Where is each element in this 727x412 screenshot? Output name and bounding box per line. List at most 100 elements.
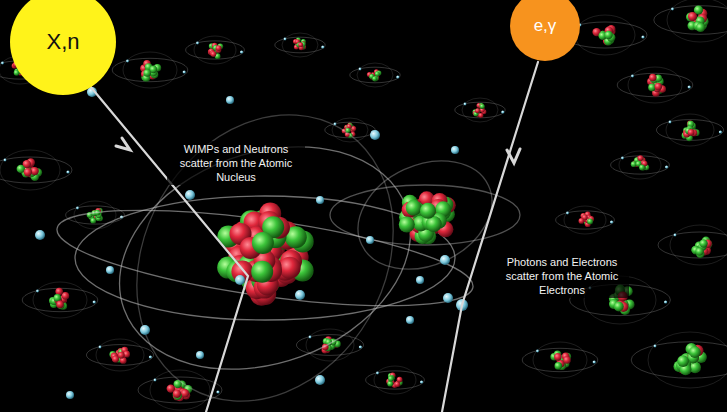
electron-dot <box>416 276 424 284</box>
electron-dot <box>440 255 450 265</box>
electron-dot <box>185 190 195 200</box>
orbit-ring <box>366 371 425 389</box>
neutron-sphere <box>252 232 274 254</box>
electron-dot <box>76 207 79 210</box>
orbit-ring <box>522 348 598 371</box>
orbit-ring <box>556 211 615 229</box>
proton-sphere <box>181 389 189 397</box>
proton-sphere <box>554 353 562 361</box>
electron-dot <box>664 300 667 303</box>
electron-dot <box>140 325 150 335</box>
electron-dot <box>126 60 129 63</box>
electron-dot <box>621 157 624 160</box>
orbit-ring <box>374 366 416 394</box>
orbit-ring <box>150 370 210 410</box>
neutron-sphere <box>406 200 422 216</box>
proton-sphere <box>638 155 644 161</box>
orbit-ring <box>462 98 498 122</box>
neutron-sphere <box>399 217 415 233</box>
neutron-sphere <box>389 375 395 381</box>
proton-sphere <box>24 168 32 176</box>
proton-sphere <box>56 301 64 309</box>
orbit-ring <box>112 58 188 81</box>
neutron-sphere <box>251 261 273 283</box>
electron-dot <box>536 350 539 353</box>
nuclei <box>217 191 456 305</box>
proton-sphere <box>112 356 119 363</box>
proton-sphere <box>62 292 70 300</box>
neutron-sphere <box>479 103 484 108</box>
proton-sphere <box>649 74 657 82</box>
electron-dot <box>370 130 380 140</box>
electron-dot <box>376 372 379 375</box>
orbit-ring <box>656 120 723 141</box>
proton-sphere <box>216 45 222 51</box>
orbit-ring <box>631 342 727 378</box>
orbit-ring <box>22 288 98 311</box>
orbit-ring <box>296 335 363 356</box>
neutron-sphere <box>480 104 485 109</box>
electron-dot <box>641 35 644 38</box>
particle-symbol: e,γ <box>534 16 557 36</box>
orbit-ring <box>86 345 153 366</box>
orbit-ring <box>0 157 72 183</box>
electron-dot <box>669 121 672 124</box>
orbit-ring <box>123 52 177 88</box>
neutron-sphere <box>475 109 480 114</box>
electron-dot <box>1 62 4 65</box>
electron-dot <box>196 351 204 359</box>
electron-dot <box>501 110 504 113</box>
orbit-ring <box>611 156 670 174</box>
neutron-sphere <box>420 203 436 219</box>
neutron-sphere <box>614 302 624 312</box>
electron-dot <box>688 85 691 88</box>
orbit-ring <box>0 150 60 190</box>
electron-dot <box>154 379 157 382</box>
orbit-ring <box>282 33 318 57</box>
orbit-ring <box>96 339 144 371</box>
proton-sphere <box>563 356 571 364</box>
electron-dot <box>665 165 668 168</box>
electron-dot <box>36 290 39 293</box>
particle-symbol: X,n <box>46 29 79 55</box>
neutron-sphere <box>388 376 394 382</box>
electron-dot <box>149 355 152 358</box>
proton-sphere <box>118 352 125 359</box>
electron-dot <box>366 236 374 244</box>
neutron-sphere <box>689 346 701 358</box>
orbit-ring <box>357 63 393 87</box>
proton-sphere <box>397 377 403 383</box>
proton-sphere <box>351 126 356 131</box>
electron-orbits <box>52 68 520 412</box>
caption-text: WIMPs and Neutrons scatter from the Atom… <box>167 141 305 185</box>
electron-dot <box>719 130 722 133</box>
electron-dot <box>464 103 467 106</box>
electron-dot <box>359 68 362 71</box>
neutron-sphere <box>387 381 393 387</box>
electron-dot <box>99 346 102 349</box>
orbit-ring <box>628 67 682 103</box>
orbit-ring <box>617 73 693 96</box>
proton-sphere <box>479 104 484 109</box>
electron-dot <box>4 159 7 162</box>
electron-dot <box>240 50 243 53</box>
proton-sphere <box>279 257 301 279</box>
proton-sphere <box>688 12 697 21</box>
neutron-sphere <box>372 76 377 81</box>
proton-sphere <box>655 83 663 91</box>
orbit-ring <box>670 225 727 265</box>
particle-tracks <box>70 62 538 412</box>
electron-dot <box>406 316 414 324</box>
electron-dot <box>93 300 96 303</box>
orbit-ring <box>66 206 125 224</box>
orbit-ring <box>194 36 236 64</box>
electron-dot <box>183 70 186 73</box>
neutron-sphere <box>695 247 703 255</box>
orbit-ring <box>654 6 727 35</box>
electron-dot <box>359 345 362 348</box>
electron-dot <box>295 290 305 300</box>
electron-dot <box>316 196 324 204</box>
orbit-ring <box>533 342 587 378</box>
proton-sphere <box>173 390 181 398</box>
electron-dot <box>610 220 613 223</box>
